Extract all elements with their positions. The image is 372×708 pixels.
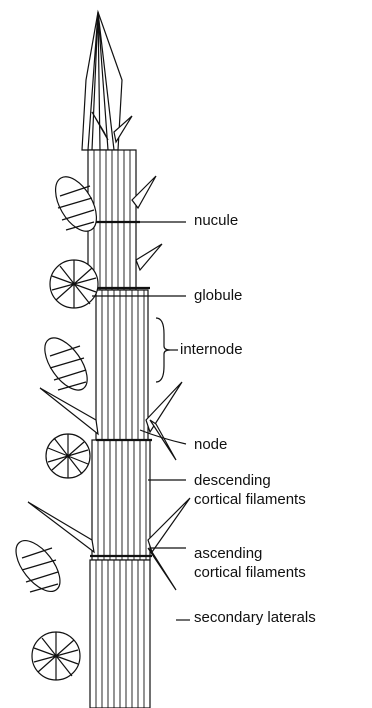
label-nucule: nucule: [194, 211, 238, 230]
label-secondary-laterals: secondary laterals: [194, 608, 316, 627]
label-ascending-cortical-filaments: ascending cortical filaments: [194, 544, 306, 582]
label-globule: globule: [194, 286, 242, 305]
label-node: node: [194, 435, 227, 454]
globule-group: [32, 260, 98, 680]
label-internode: internode: [180, 340, 243, 359]
label-descending-cortical-filaments: descending cortical filaments: [194, 471, 306, 509]
